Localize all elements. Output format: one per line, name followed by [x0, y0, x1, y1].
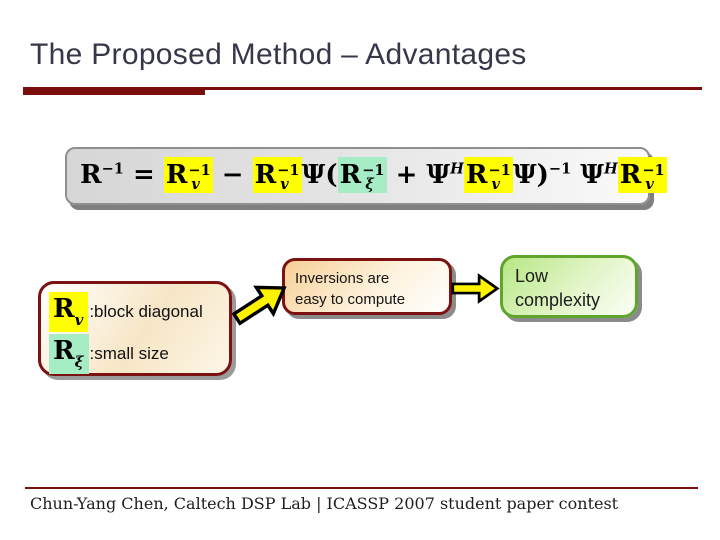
- footer-credit: Chun-Yang Chen, Caltech DSP Lab | ICASSP…: [30, 494, 619, 513]
- low-complexity-box: Low complexity: [500, 255, 638, 318]
- flow-arrow-diagonal-icon: [225, 270, 298, 336]
- assumption-label-rv: :block diagonal: [89, 302, 203, 321]
- low-line1: Low: [515, 266, 549, 286]
- inversions-line2: easy to compute: [295, 291, 406, 308]
- assumptions-box: Rv :block diagonal Rξ :small size: [38, 281, 232, 376]
- rxi-symbol-base: R: [53, 336, 75, 366]
- assumption-row-rv: Rv :block diagonal: [49, 291, 229, 333]
- inversions-line1: Inversions are: [295, 270, 390, 287]
- rxi-symbol: Rξ: [49, 334, 89, 374]
- title-rule-thick: [23, 87, 205, 95]
- assumption-label-rxi: :small size: [89, 344, 169, 363]
- rv-symbol: Rv: [49, 292, 89, 332]
- assumption-row-rxi: Rξ :small size: [49, 333, 229, 375]
- footer-rule: [25, 487, 698, 489]
- title-rule-thin: [205, 87, 702, 90]
- rxi-symbol-sub: ξ: [74, 353, 84, 371]
- low-line2: complexity: [515, 290, 601, 311]
- inversions-box: Inversions are easy to compute: [282, 258, 452, 315]
- rv-symbol-base: R: [53, 294, 75, 324]
- rv-symbol-sub: v: [74, 311, 84, 329]
- flow-arrow-horizontal-icon: [451, 273, 500, 304]
- page-title: The Proposed Method – Advantages: [30, 38, 527, 71]
